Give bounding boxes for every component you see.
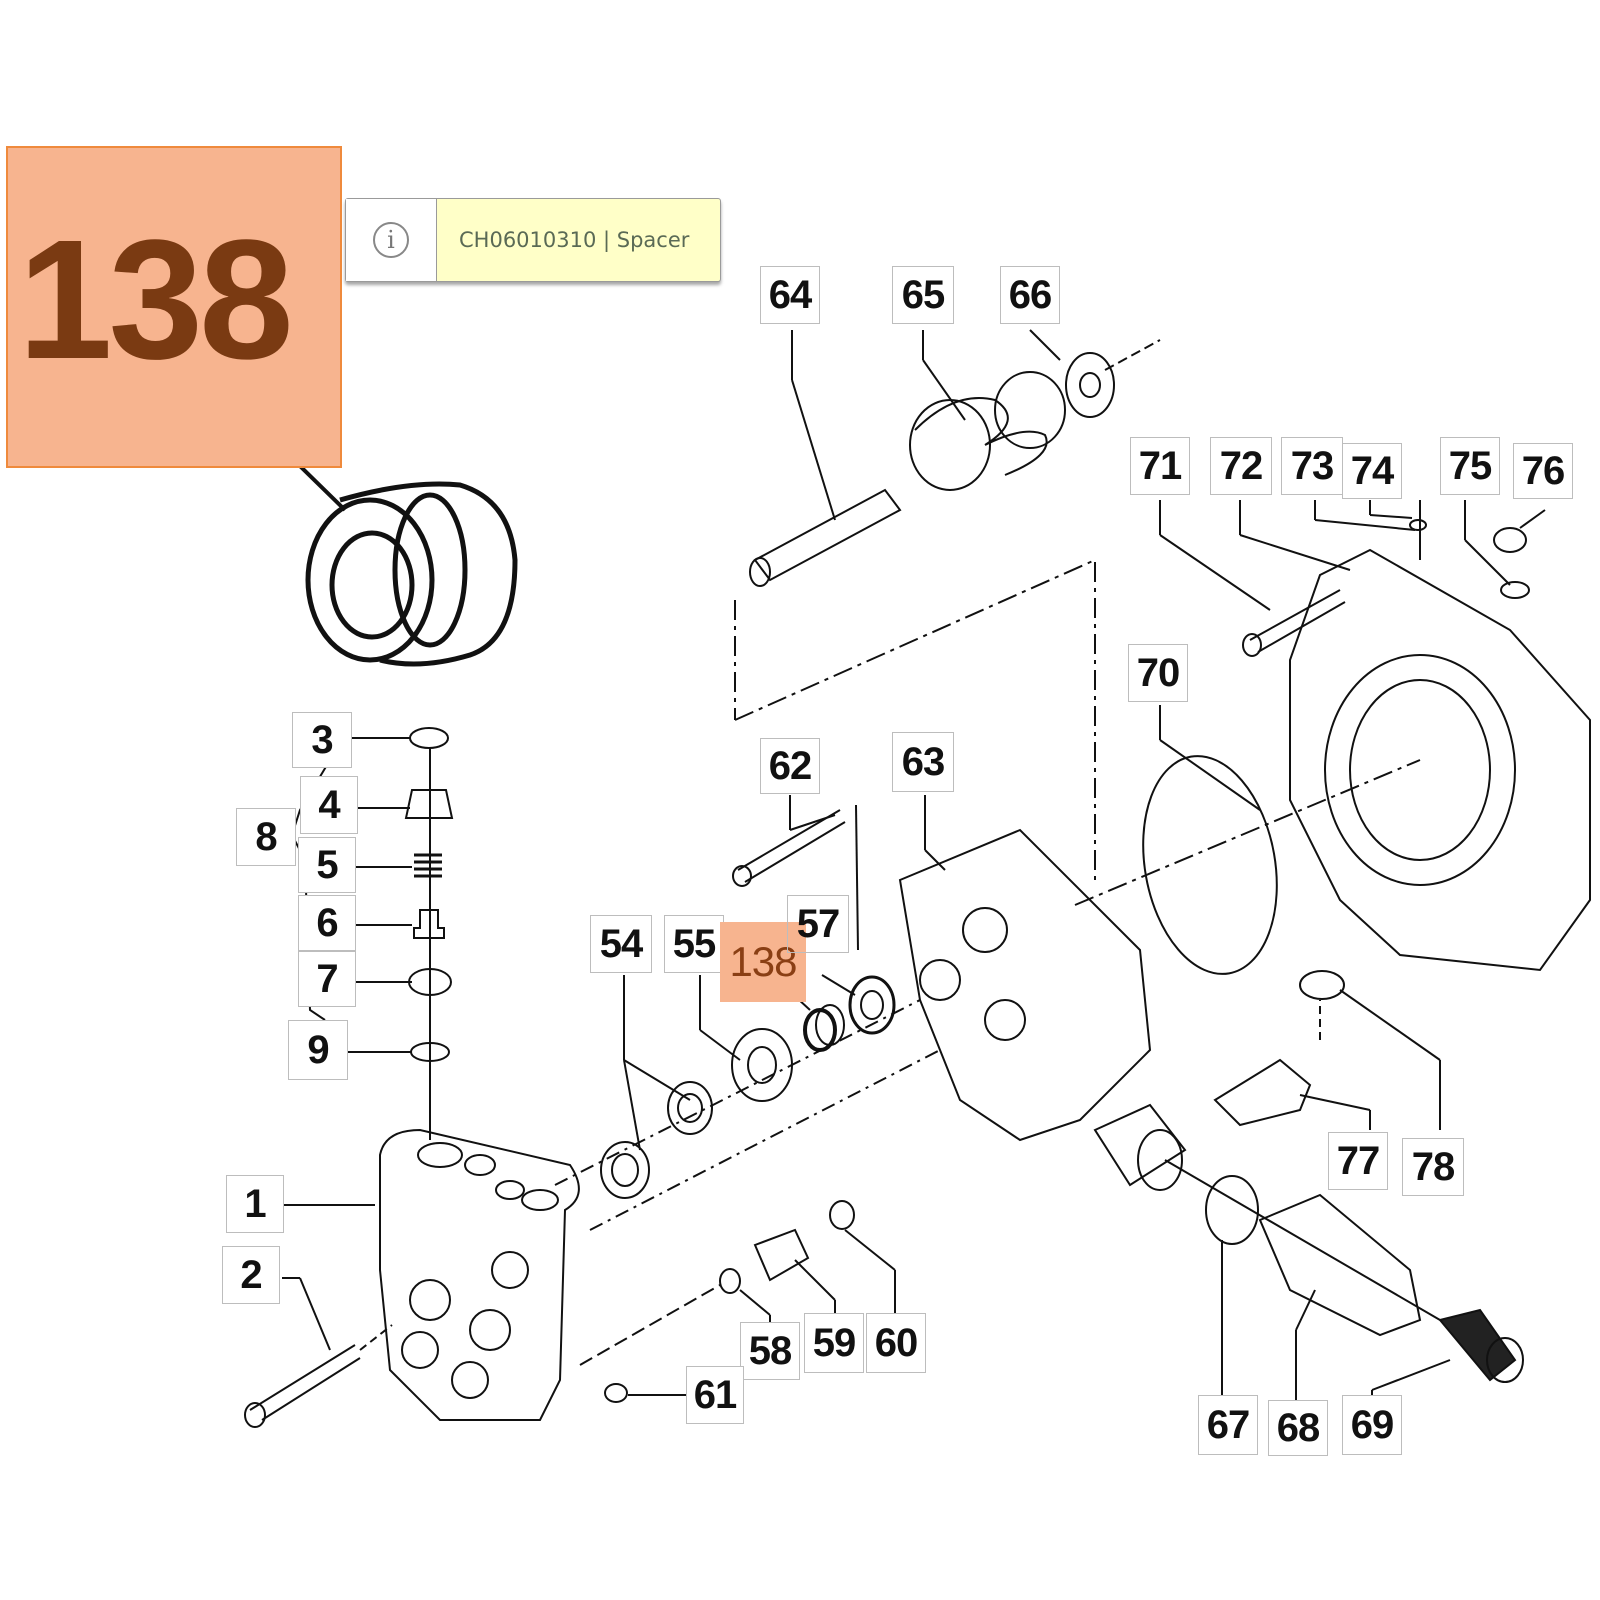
callout-73[interactable]: 73 [1281,437,1343,495]
callout-65[interactable]: 65 [892,266,954,324]
callout-138-highlighted[interactable]: 138 [720,922,806,1002]
callout-7[interactable]: 7 [298,951,356,1007]
manifold-drawing [244,1128,580,1428]
selected-part-highlight[interactable] [6,146,342,468]
callout-58[interactable]: 58 [740,1322,800,1380]
callout-77[interactable]: 77 [1328,1132,1388,1190]
callout-8[interactable]: 8 [236,808,296,866]
callout-60[interactable]: 60 [866,1313,926,1373]
inlet-parts-drawing [1093,1103,1524,1405]
callout-63[interactable]: 63 [892,732,954,792]
callout-4[interactable]: 4 [300,776,358,834]
callout-68[interactable]: 68 [1268,1400,1328,1456]
callout-57[interactable]: 57 [787,895,849,953]
callout-9[interactable]: 9 [288,1020,348,1080]
spacer-enlarged-drawing [208,376,518,667]
callout-72[interactable]: 72 [1210,437,1272,495]
callout-2[interactable]: 2 [222,1246,280,1304]
selected-part-number: 138 [18,205,294,395]
callout-61[interactable]: 61 [686,1366,744,1424]
seal-parts-drawing [554,974,941,1231]
crankcase-drawing [1074,500,1591,1130]
callout-76[interactable]: 76 [1513,443,1573,499]
callout-3[interactable]: 3 [292,712,352,768]
callout-55[interactable]: 55 [664,915,724,973]
callout-74[interactable]: 74 [1342,443,1402,499]
callout-70[interactable]: 70 [1128,644,1188,702]
callout-1[interactable]: 1 [226,1175,284,1233]
bypass-parts-drawing [579,1200,896,1403]
callout-69[interactable]: 69 [1342,1395,1402,1455]
callout-5[interactable]: 5 [298,837,356,893]
callout-75[interactable]: 75 [1440,437,1500,495]
callout-59[interactable]: 59 [804,1313,864,1373]
tooltip-text: CH06010310 | Spacer [459,228,690,252]
callout-66[interactable]: 66 [1000,266,1060,324]
tooltip-icon-cell: i [346,199,437,281]
valve-stack-drawing [290,727,454,1140]
callout-64[interactable]: 64 [760,266,820,324]
head-parts-drawing [732,329,1161,1142]
callout-67[interactable]: 67 [1198,1395,1258,1455]
part-tooltip: i CH06010310 | Spacer [345,198,721,282]
info-icon: i [373,222,409,258]
callout-54[interactable]: 54 [590,915,652,973]
callout-78[interactable]: 78 [1402,1138,1464,1196]
callout-6[interactable]: 6 [298,895,356,951]
callout-71[interactable]: 71 [1130,437,1190,495]
callout-62[interactable]: 62 [760,738,820,794]
